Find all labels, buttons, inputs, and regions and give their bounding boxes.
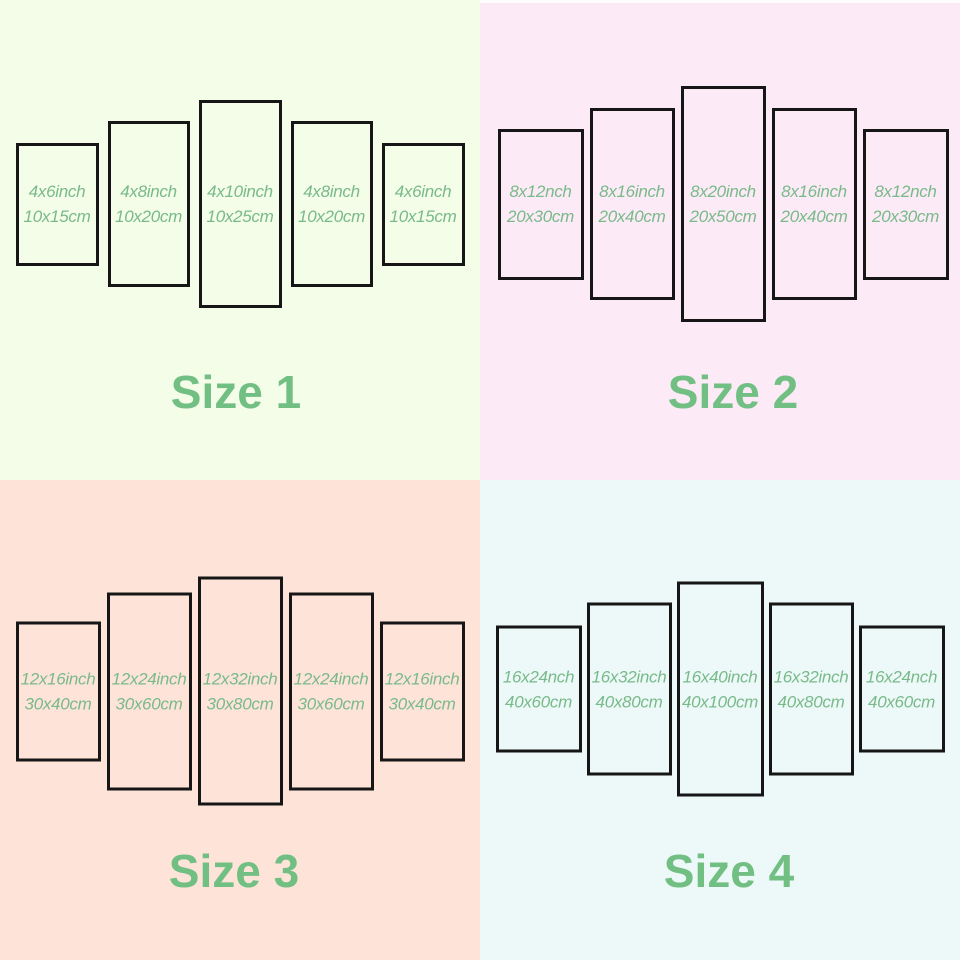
panel-cm-label: 20x40cm	[598, 207, 666, 226]
top-edge-artifact	[480, 0, 960, 3]
panel-row: 8x12nch 20x30cm 8x16inch 20x40cm 8x20inc…	[483, 86, 960, 322]
panel-inch-label: 12x24inch	[293, 669, 369, 688]
canvas-panel-2: 4x8inch 10x20cm	[107, 121, 190, 287]
size-title: Size 1	[170, 366, 302, 418]
panel-row: 16x24nch 40x60cm 16x32inch 40x80cm 16x40…	[480, 581, 960, 797]
panel-inch-label: 4x8inch	[120, 182, 177, 201]
size-title: Size 4	[663, 845, 795, 897]
canvas-panel-3: 4x10inch 10x25cm	[198, 100, 282, 308]
canvas-panel-1: 8x12nch 20x30cm	[497, 128, 584, 280]
canvas-panel-2: 12x24inch 30x60cm	[106, 592, 192, 790]
panel-cm-label: 10x20cm	[115, 207, 182, 226]
canvas-panel-5: 12x16inch 30x40cm	[379, 621, 465, 761]
panel-inch-label: 12x32inch	[202, 669, 278, 688]
panel-cm-label: 10x20cm	[298, 207, 365, 226]
panel-cm-label: 30x60cm	[297, 694, 365, 713]
panel-cm-label: 30x40cm	[388, 694, 456, 713]
panel-cm-label: 20x30cm	[507, 207, 574, 226]
canvas-panel-4: 16x32inch 40x80cm	[768, 602, 854, 776]
panel-inch-label: 16x32inch	[773, 667, 849, 686]
quadrant-size-3: 12x16inch 30x40cm 12x24inch 30x60cm 12x3…	[0, 480, 480, 960]
canvas-panel-3: 8x20inch 20x50cm	[680, 86, 766, 322]
panel-cm-label: 20x40cm	[780, 207, 848, 226]
canvas-panel-5: 8x12nch 20x30cm	[862, 128, 949, 280]
panel-inch-label: 8x20inch	[690, 182, 756, 201]
panel-cm-label: 10x25cm	[206, 207, 274, 226]
panel-cm-label: 40x100cm	[681, 692, 759, 711]
panel-cm-label: 20x50cm	[689, 207, 757, 226]
panel-cm-label: 10x15cm	[23, 207, 91, 226]
panel-inch-label: 8x12nch	[874, 182, 937, 201]
quadrant-size-1: 4x6inch 10x15cm 4x8inch 10x20cm 4x10inch…	[0, 0, 480, 480]
canvas-panel-5: 4x6inch 10x15cm	[381, 142, 465, 266]
canvas-panel-4: 8x16inch 20x40cm	[771, 108, 857, 300]
panel-inch-label: 4x10inch	[207, 182, 273, 201]
panel-cm-label: 40x60cm	[868, 692, 935, 711]
panel-cm-label: 20x30cm	[872, 207, 939, 226]
size-title: Size 3	[168, 845, 300, 897]
canvas-panel-3: 12x32inch 30x80cm	[197, 576, 283, 806]
quadrant-size-4: 16x24nch 40x60cm 16x32inch 40x80cm 16x40…	[480, 480, 960, 960]
canvas-panel-3: 16x40inch 40x100cm	[676, 581, 764, 797]
canvas-panel-1: 4x6inch 10x15cm	[15, 142, 99, 266]
panel-inch-label: 16x40inch	[682, 667, 758, 686]
canvas-panel-2: 8x16inch 20x40cm	[589, 108, 675, 300]
panel-cm-label: 40x60cm	[505, 692, 572, 711]
canvas-panel-1: 16x24nch 40x60cm	[495, 625, 582, 753]
size-title: Size 2	[667, 366, 799, 418]
panel-inch-label: 4x8inch	[303, 182, 360, 201]
canvas-panel-4: 4x8inch 10x20cm	[290, 121, 373, 287]
panel-cm-label: 30x80cm	[206, 694, 274, 713]
panel-inch-label: 8x12nch	[509, 182, 572, 201]
canvas-panel-4: 12x24inch 30x60cm	[288, 592, 374, 790]
panel-inch-label: 16x32inch	[591, 667, 667, 686]
canvas-panel-1: 12x16inch 30x40cm	[15, 621, 101, 761]
panel-cm-label: 40x80cm	[595, 692, 663, 711]
panel-cm-label: 40x80cm	[777, 692, 845, 711]
panel-row: 4x6inch 10x15cm 4x8inch 10x20cm 4x10inch…	[0, 100, 480, 308]
panel-cm-label: 30x60cm	[115, 694, 183, 713]
panel-inch-label: 12x16inch	[20, 669, 96, 688]
quadrant-size-2: 8x12nch 20x30cm 8x16inch 20x40cm 8x20inc…	[480, 0, 960, 480]
panel-row: 12x16inch 30x40cm 12x24inch 30x60cm 12x3…	[0, 576, 480, 806]
panel-inch-label: 12x16inch	[384, 669, 460, 688]
canvas-panel-2: 16x32inch 40x80cm	[586, 602, 672, 776]
panel-inch-label: 16x24nch	[502, 667, 575, 686]
panel-cm-label: 30x40cm	[24, 694, 92, 713]
panel-inch-label: 4x6inch	[394, 182, 452, 201]
panel-inch-label: 4x6inch	[28, 182, 86, 201]
panel-cm-label: 10x15cm	[389, 207, 457, 226]
panel-inch-label: 16x24nch	[865, 667, 938, 686]
panel-inch-label: 8x16inch	[781, 182, 847, 201]
panel-inch-label: 8x16inch	[599, 182, 665, 201]
canvas-panel-5: 16x24nch 40x60cm	[858, 625, 945, 753]
panel-inch-label: 12x24inch	[111, 669, 187, 688]
